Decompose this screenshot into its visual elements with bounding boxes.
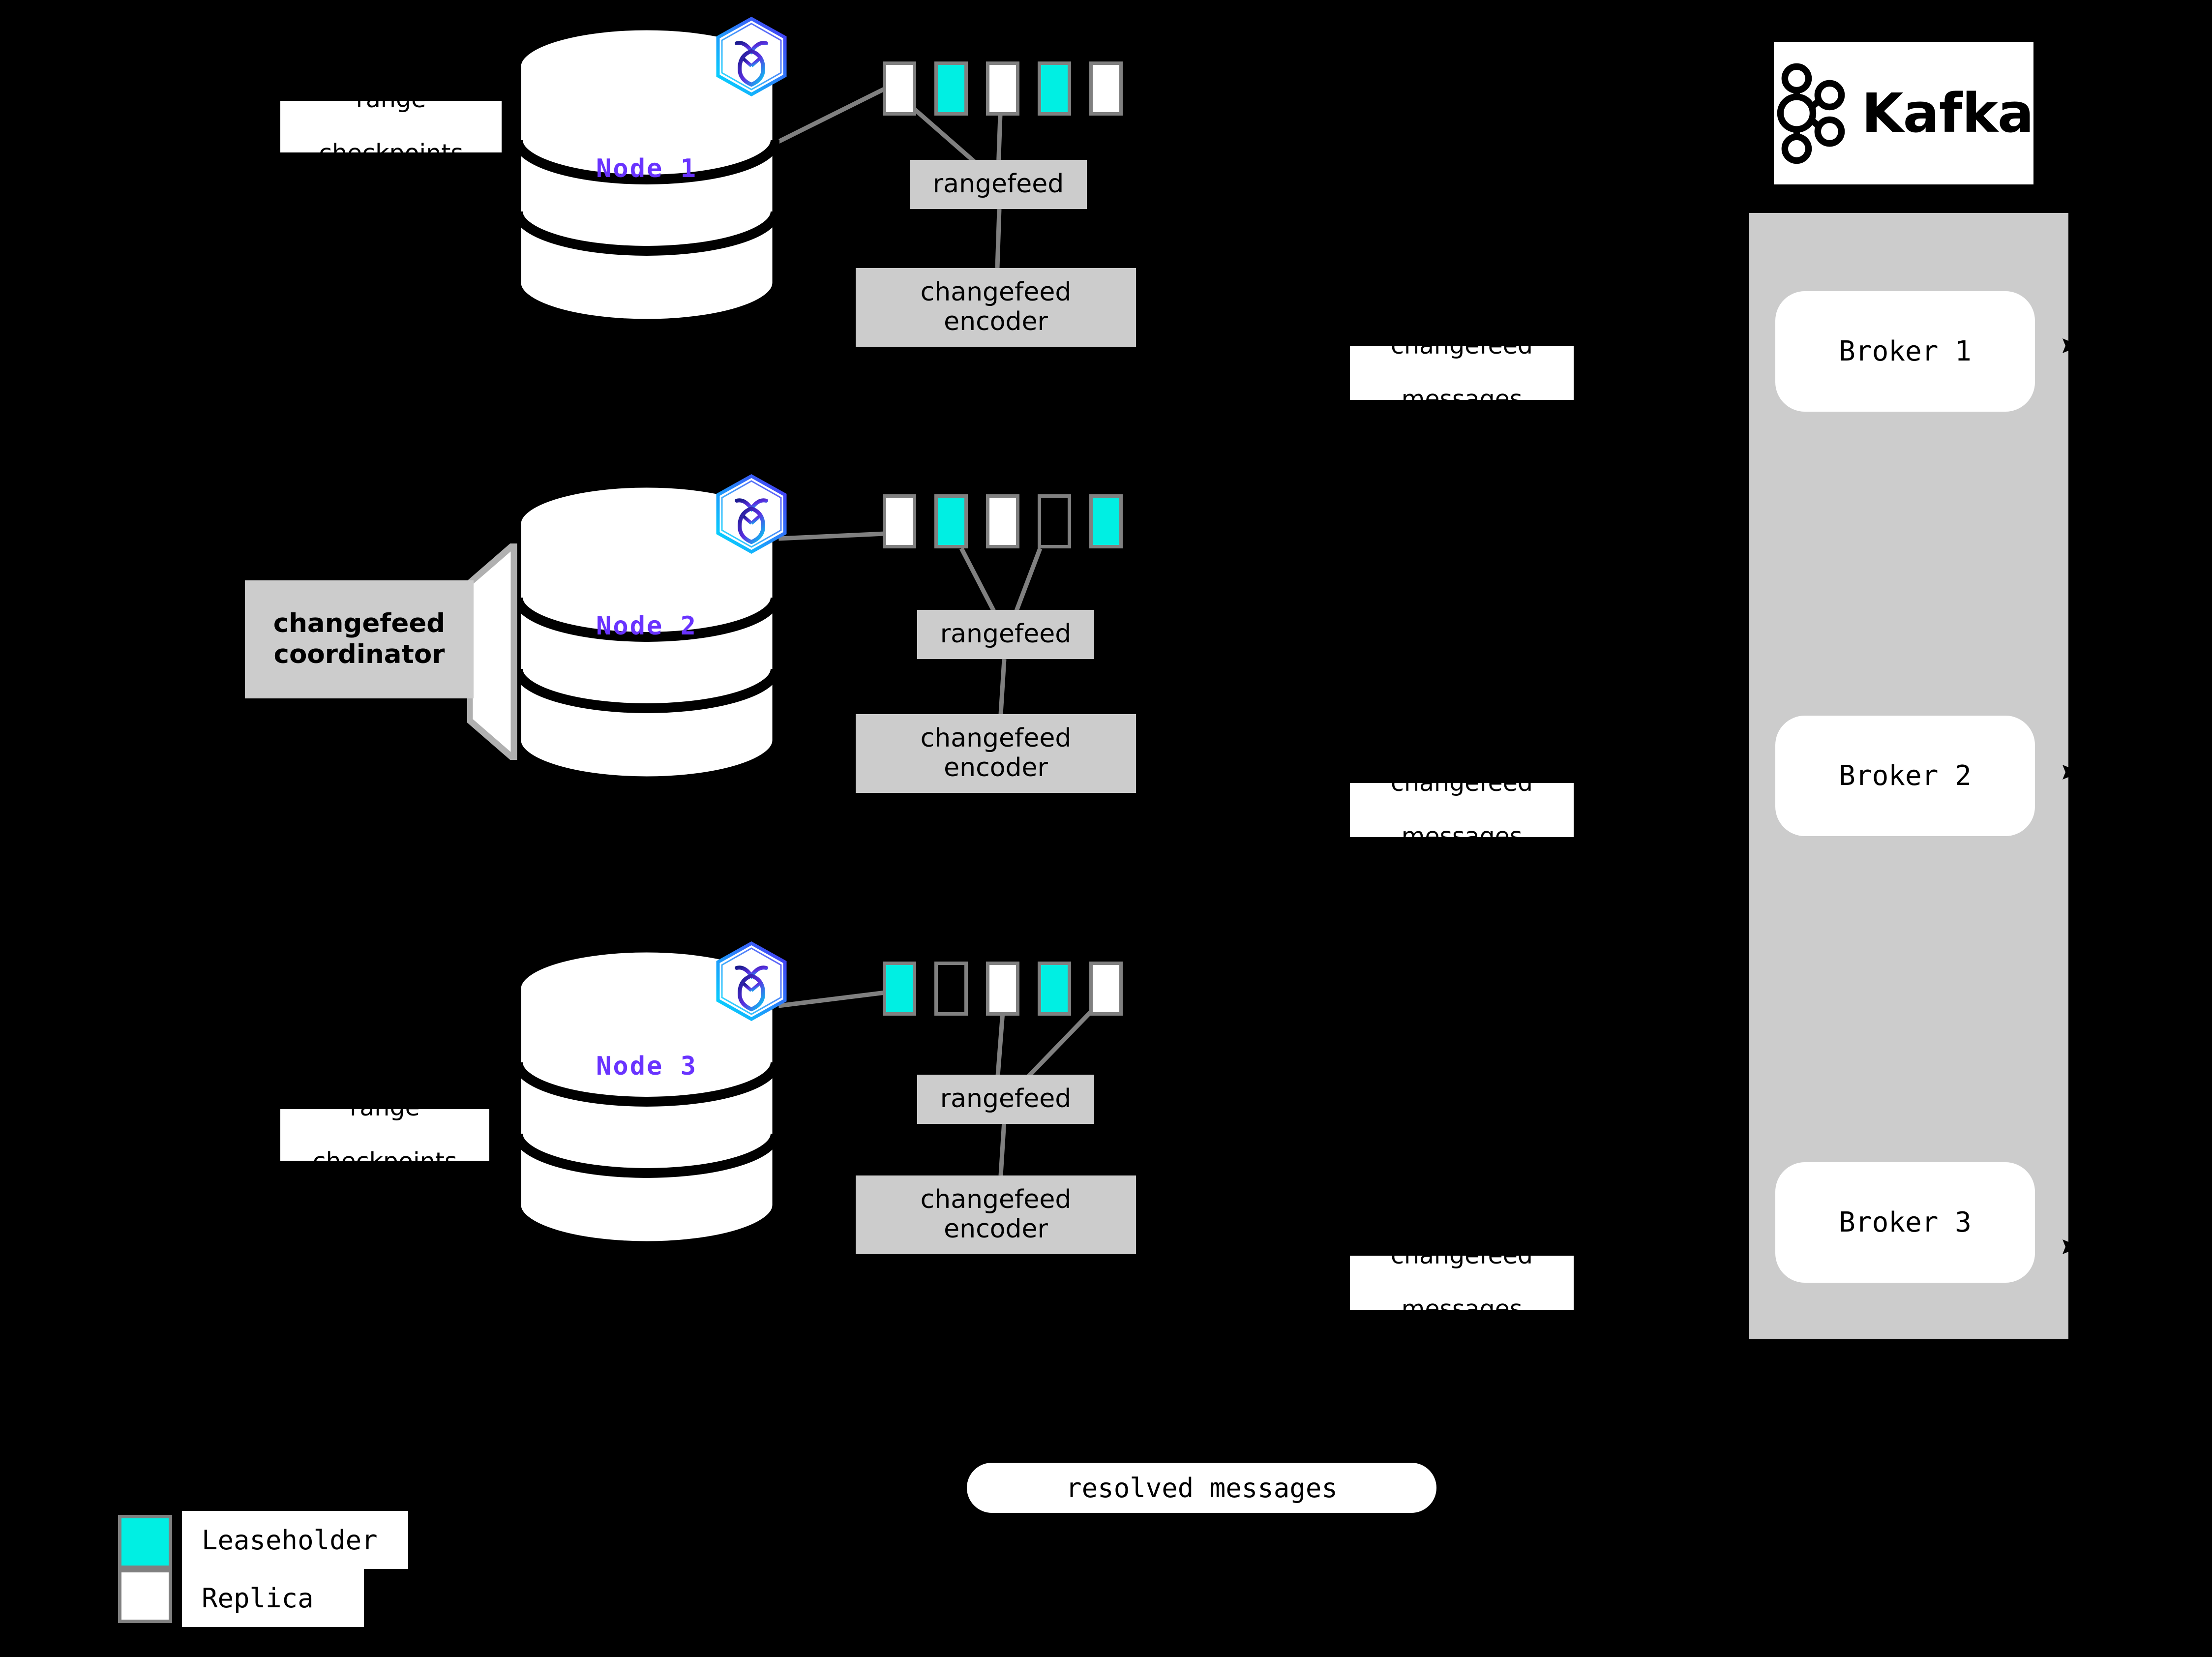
kafka-mark-icon <box>1777 63 1845 164</box>
legend-label-leaseholder: Leaseholder <box>182 1511 408 1569</box>
kafka-inbound-arrow-2 <box>2056 760 2090 784</box>
node-3-label: Node 3 <box>596 1052 697 1081</box>
node-1-changefeed-messages-label: changefeed messages <box>1350 332 1574 413</box>
changefeed-coordinator-arrow <box>466 537 541 766</box>
messages-line-1: changefeed <box>1391 1241 1533 1269</box>
encoder-line-1: changefeed <box>920 277 1072 307</box>
legend-swatch-replica <box>118 1569 172 1623</box>
cockroachdb-logo-icon <box>712 939 791 1025</box>
node-1-replica-1 <box>883 61 916 116</box>
node-3-changefeed-messages-label: changefeed messages <box>1350 1242 1574 1323</box>
messages-line-2: messages <box>1401 1295 1523 1324</box>
messages-line-2: messages <box>1401 822 1523 851</box>
node-1-cylinder: Node 1 <box>514 22 779 327</box>
kafka-broker-2[interactable]: Broker 2 <box>1775 716 2035 836</box>
messages-line-1: changefeed <box>1391 768 1533 797</box>
node-3-range-checkpoints-label: range checkpoints <box>280 1094 489 1175</box>
legend-swatch-leaseholder <box>118 1515 172 1569</box>
kafka-logo: Kafka <box>1774 42 2034 184</box>
node-1-replica-4 <box>1038 61 1071 116</box>
node-3-replica-1 <box>883 962 916 1016</box>
range-label-line-2: checkpoints <box>319 139 463 167</box>
coordinator-line-2: coordinator <box>273 639 445 669</box>
node-3-replica-5 <box>1089 962 1123 1016</box>
kafka-inbound-arrow-3 <box>2056 1235 2090 1259</box>
node-3-replica-4 <box>1038 962 1071 1016</box>
coordinator-line-1: changefeed <box>273 608 446 639</box>
cockroachdb-logo-icon <box>712 15 791 101</box>
kafka-broker-1[interactable]: Broker 1 <box>1775 291 2035 412</box>
node-1-changefeed-encoder-box: changefeed encoder <box>856 268 1136 347</box>
encoder-line-1: changefeed <box>920 1185 1072 1215</box>
changefeed-coordinator-box: changefeed coordinator <box>245 580 474 698</box>
legend-label-replica: Replica <box>182 1569 364 1627</box>
range-label-line-2: checkpoints <box>312 1147 457 1175</box>
kafka-wordmark: Kafka <box>1861 82 2034 145</box>
kafka-broker-3[interactable]: Broker 3 <box>1775 1162 2035 1283</box>
messages-line-1: changefeed <box>1391 331 1533 360</box>
node-2-replica-2 <box>934 494 968 548</box>
node-3-changefeed-encoder-box: changefeed encoder <box>856 1175 1136 1254</box>
node-1-label: Node 1 <box>596 154 697 183</box>
node-1-replica-2 <box>934 61 968 116</box>
node-3-cylinder: Node 3 <box>514 944 779 1249</box>
node-1-range-checkpoints-label: range checkpoints <box>280 86 502 167</box>
cockroachdb-logo-icon <box>712 472 791 558</box>
node-2-rangefeed-box: rangefeed <box>917 610 1094 659</box>
node-3-rangefeed-box: rangefeed <box>917 1075 1094 1124</box>
range-label-line-1: range <box>356 85 426 114</box>
node-2-replica-5 <box>1089 494 1123 548</box>
node-1-replica-3 <box>986 61 1019 116</box>
node-2-changefeed-encoder-box: changefeed encoder <box>856 714 1136 793</box>
messages-line-2: messages <box>1401 385 1523 414</box>
node-2-changefeed-messages-label: changefeed messages <box>1350 769 1574 850</box>
range-label-line-1: range <box>350 1093 420 1122</box>
node-1-rangefeed-box: rangefeed <box>910 160 1087 209</box>
kafka-inbound-arrow-1 <box>2056 333 2090 358</box>
node-1-replica-5 <box>1089 61 1123 116</box>
node-2-replica-3 <box>986 494 1019 548</box>
encoder-line-2: encoder <box>944 753 1048 783</box>
encoder-line-1: changefeed <box>920 723 1072 753</box>
node-2-replica-4 <box>1038 494 1071 548</box>
node-2-cylinder: Node 2 <box>514 480 779 784</box>
resolved-messages-pill: resolved messages <box>967 1463 1436 1513</box>
encoder-line-2: encoder <box>944 1214 1048 1244</box>
node-3-replica-2 <box>934 962 968 1016</box>
encoder-line-2: encoder <box>944 307 1048 336</box>
node-2-label: Node 2 <box>596 611 697 641</box>
node-3-replica-3 <box>986 962 1019 1016</box>
node-2-replica-1 <box>883 494 916 548</box>
